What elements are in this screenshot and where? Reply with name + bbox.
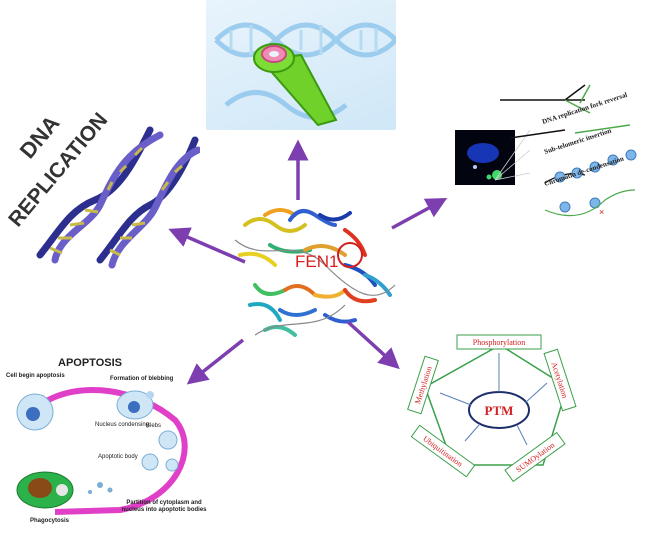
fen1-label: FEN1 — [295, 252, 338, 271]
arrow-to-ptm — [346, 320, 400, 370]
label-phagocytosis: Phagocytosis — [30, 518, 70, 524]
telomere-illustration: × DNA replication fork reversal Sub-telo… — [455, 84, 637, 217]
label-partition: Partition of cytoplasm and nucleus into … — [121, 500, 207, 513]
dna-double-helix-illustration: DNA REPLICATION — [4, 109, 202, 269]
ptm-item-phosphorylation: Phosphorylation — [456, 334, 542, 350]
apoptosis-illustration: APOPTOSIS Cell begin apoptosis Formation… — [6, 357, 188, 524]
svg-text:Ubiquitination: Ubiquitination — [421, 434, 464, 469]
ptm-item-ubiquitination: Ubiquitination — [410, 424, 476, 478]
label-blebs: Blebs — [146, 423, 161, 429]
ptm-panel: PTM Phosphorylation Acetylation SUMOylat… — [395, 325, 605, 485]
dna-replication-panel: DNA REPLICATION — [0, 109, 202, 270]
arrow-to-telomere — [391, 197, 448, 230]
dna-protein-illustration — [214, 22, 398, 127]
arrow-to-dna — [168, 227, 246, 264]
label-apoptotic-body: Apoptotic body — [98, 454, 138, 460]
label-cell-begin: Cell begin apoptosis — [6, 373, 65, 379]
label-nucleus: Nucleus condensing — [95, 422, 149, 428]
arrow-to-apoptosis — [186, 338, 245, 385]
ribbon-structure-illustration: FEN1 — [234, 208, 396, 337]
ptm-item-methylation: Methylation — [407, 355, 439, 415]
apoptosis-title: APOPTOSIS — [58, 357, 122, 369]
svg-text:SUMOylation: SUMOylation — [514, 440, 556, 474]
telomere-panel: × DNA replication fork reversal Sub-telo… — [455, 75, 650, 240]
label-blebbing: Formation of blebbing — [110, 376, 174, 382]
ptm-center-label: PTM — [485, 403, 514, 418]
apoptosis-panel: APOPTOSIS Cell begin apoptosis Formation… — [0, 350, 210, 532]
ptm-item-sumoylation: SUMOylation — [504, 431, 566, 483]
svg-text:Phosphorylation: Phosphorylation — [473, 338, 525, 347]
dna-protein-panel — [206, 0, 398, 130]
ptm-pentagon-diagram: PTM Phosphorylation Acetylation SUMOylat… — [407, 334, 577, 483]
fen1-protein-structure: FEN1 — [225, 195, 415, 355]
ptm-item-acetylation: Acetylation — [543, 348, 577, 412]
red-x-mark: × — [599, 207, 604, 217]
